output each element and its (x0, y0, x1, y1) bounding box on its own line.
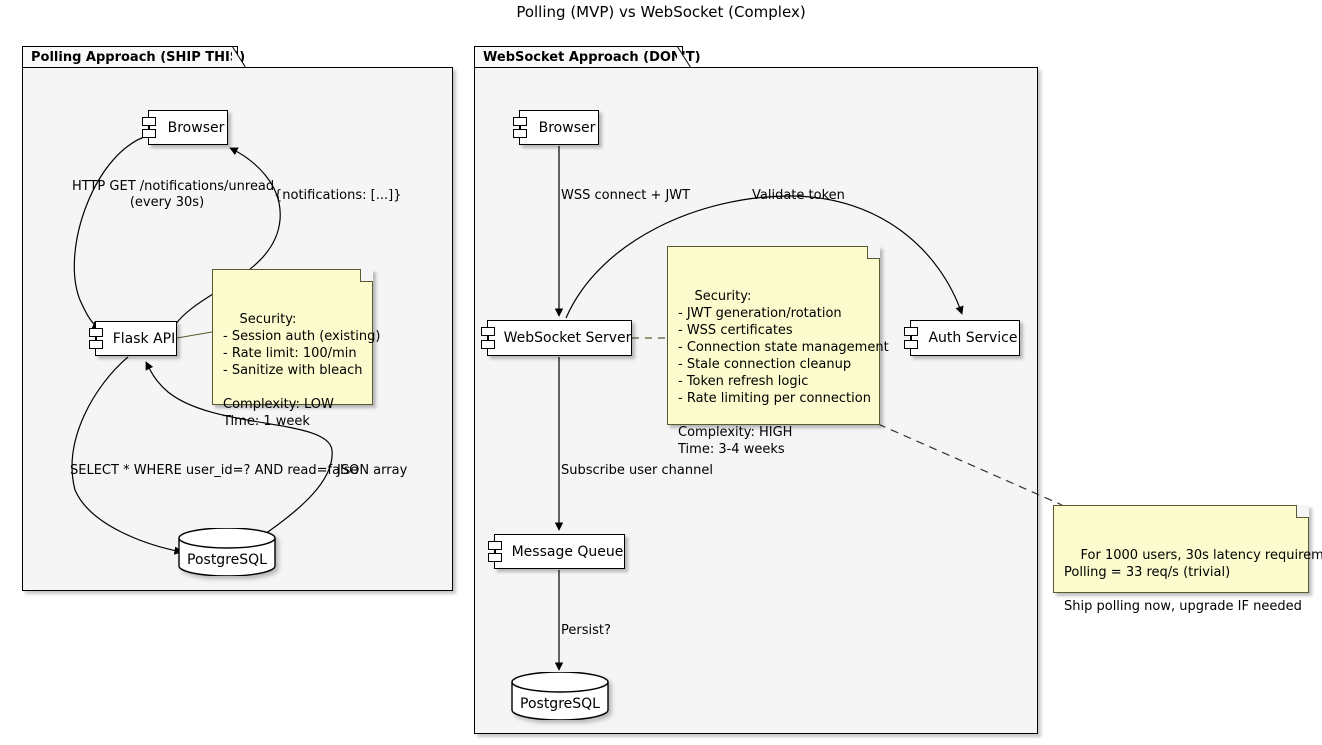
component-label: Auth Service (928, 330, 1018, 346)
component-auth-service[interactable]: Auth Service (904, 320, 1020, 356)
component-lug-top-icon (488, 541, 502, 550)
note-recommendation: For 1000 users, 30s latency requirement:… (1053, 505, 1322, 614)
edge-label-persist: Persist? (561, 623, 611, 638)
database-label: PostgreSQL (187, 552, 267, 568)
edge-label-json-array: JSON array (337, 463, 408, 478)
component-label: Browser (167, 119, 225, 136)
edge-label-wss-connect: WSS connect + JWT (561, 188, 691, 203)
component-lug-top-icon (142, 117, 156, 126)
component-message-queue[interactable]: Message Queue (488, 534, 625, 569)
component-lug-bottom-icon (904, 340, 918, 349)
component-lug-top-icon (481, 327, 495, 336)
component-label: Message Queue (511, 543, 624, 560)
component-lug-top-icon (513, 117, 527, 126)
component-label: WebSocket Server (503, 330, 632, 346)
note-fold-corner-icon (1296, 505, 1309, 518)
database-label: PostgreSQL (520, 696, 600, 712)
page-title: Polling (MVP) vs WebSocket (Complex) (516, 3, 806, 21)
component-label: Flask API (112, 330, 176, 347)
component-lug-bar (911, 327, 913, 349)
edge-label-http-get: HTTP GET /notifications/unread (every 30… (72, 179, 275, 211)
component-lug-bottom-icon (488, 553, 502, 562)
component-websocket-server[interactable]: WebSocket Server (481, 320, 632, 356)
note-fold-corner-icon (360, 269, 373, 282)
edge-label-select-query: SELECT * WHERE user_id=? AND read=false (70, 463, 359, 478)
component-lug-top-icon (904, 327, 918, 336)
edge-label-subscribe-user-channel: Subscribe user channel (561, 463, 713, 478)
edge-label-http-get-line2: (every 30s) (129, 195, 205, 210)
note-text: Security: - JWT generation/rotation - WS… (678, 289, 889, 457)
component-lug-bar (495, 541, 497, 562)
note-websocket-security: Security: - JWT generation/rotation - WS… (667, 246, 889, 457)
component-label: Browser (538, 119, 596, 136)
edge-label-http-get-line1: HTTP GET /notifications/unread (72, 179, 275, 194)
component-lug-bottom-icon (89, 340, 103, 349)
component-lug-bar (488, 327, 490, 349)
component-browser-polling[interactable]: Browser (142, 110, 228, 145)
database-postgresql-websocket[interactable]: PostgreSQL (511, 672, 609, 720)
package-websocket-title: WebSocket Approach (DON'T) (483, 50, 701, 65)
component-lug-bottom-icon (481, 340, 495, 349)
note-text: For 1000 users, 30s latency requirement:… (1064, 548, 1322, 614)
component-flask-api[interactable]: Flask API (89, 321, 177, 356)
package-websocket-tab: WebSocket Approach (DON'T) (474, 46, 701, 68)
database-postgresql-polling[interactable]: PostgreSQL (178, 528, 276, 576)
package-polling-title: Polling Approach (SHIP THIS) (31, 50, 246, 65)
edge-label-notifications-response: {notifications: [...]} (274, 188, 402, 203)
component-browser-websocket[interactable]: Browser (513, 110, 599, 145)
component-lug-bottom-icon (513, 129, 527, 138)
note-fold-corner-icon (867, 246, 880, 259)
note-polling-security: Security: - Session auth (existing) - Ra… (212, 269, 380, 429)
component-lug-top-icon (89, 328, 103, 337)
edge-label-validate-token: Validate token (752, 188, 845, 203)
note-text: Security: - Session auth (existing) - Ra… (223, 312, 381, 429)
package-polling-tab: Polling Approach (SHIP THIS) (22, 46, 245, 68)
component-lug-bar (149, 117, 151, 138)
component-lug-bottom-icon (142, 129, 156, 138)
component-lug-bar (520, 117, 522, 138)
component-lug-bar (96, 328, 98, 349)
